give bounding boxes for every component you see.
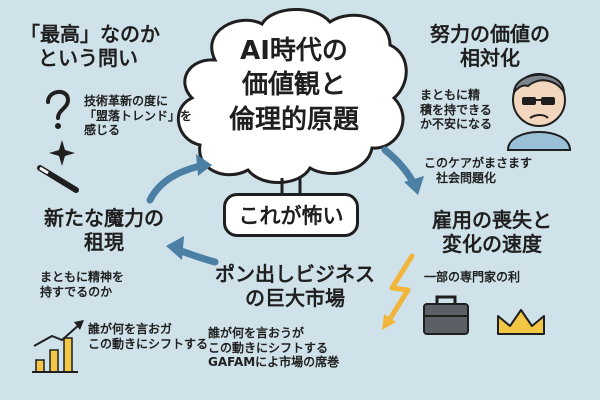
heading-line: 相対化 bbox=[460, 46, 520, 71]
note-line: この動きにシフトする bbox=[208, 340, 329, 355]
heading-line: の巨大市場 bbox=[245, 286, 345, 311]
heading-line: 努力の価値の bbox=[430, 22, 550, 46]
lightning-bolt-icon bbox=[382, 253, 415, 330]
center-title-line: AI時代の bbox=[240, 36, 348, 66]
bottom-center-note: 誰が何を言おうが この動きにシフトする GAFAMによ市場の席巻 bbox=[208, 326, 339, 370]
heading-line: ポン出しビジネス bbox=[215, 262, 375, 286]
center-cloud bbox=[176, 8, 408, 184]
top-right-note: まともに精 積を持できる か不安になる bbox=[420, 88, 492, 132]
note-line: 「盟落トレンド」を bbox=[84, 108, 193, 123]
center-title: AI時代の 価値観と 倫理的原題 bbox=[205, 34, 383, 137]
arrow-cloud-to-right bbox=[381, 146, 424, 195]
note-line: 一部の専門家の利 bbox=[424, 270, 521, 284]
bar-chart-growth-icon bbox=[32, 320, 84, 373]
note-line: 感じる bbox=[84, 123, 121, 138]
top-right-sub: このケアがまさます 社会問題化 bbox=[424, 156, 532, 185]
center-title-line: 価値観と bbox=[241, 70, 346, 101]
top-left-note: 技術革新の度に 「盟落トレンド」を 感じる bbox=[84, 94, 192, 138]
note-line: 社会問題化 bbox=[436, 170, 497, 185]
note-line: 技術革新の度に bbox=[84, 94, 169, 108]
bottom-center-heading: ポン出しビジネス の巨大市場 bbox=[200, 262, 390, 311]
briefcase-icon bbox=[423, 295, 469, 335]
heading-line: 変化の速度 bbox=[442, 232, 542, 257]
middle-left-heading: 新たな魔力の 租現 bbox=[24, 206, 184, 255]
bottom-left-note: 誰が何を言おガ この動きにシフトする bbox=[88, 322, 208, 351]
middle-right-heading: 雇用の喪失と 変化の速度 bbox=[400, 208, 584, 257]
note-line: GAFAMによ市場の席巻 bbox=[208, 355, 340, 370]
cloud-stem bbox=[280, 178, 302, 193]
heading-line: 「最高」なのか bbox=[20, 22, 160, 46]
heading-line: 租現 bbox=[84, 230, 124, 255]
middle-right-note: 一部の専門家の利 bbox=[424, 270, 520, 285]
note-line: まともに精 bbox=[420, 88, 481, 102]
center-title-line: 倫理的原題 bbox=[228, 104, 359, 135]
note-line: この動きにシフトする bbox=[88, 336, 209, 351]
middle-left-note: まともに精神を 持すでるのか bbox=[40, 270, 124, 299]
heading-line: という問い bbox=[38, 46, 138, 71]
heading-line: 雇用の喪失と bbox=[432, 208, 552, 232]
note-line: か不安になる bbox=[420, 117, 493, 132]
worried-person-icon bbox=[506, 73, 572, 151]
arrow-up-to-cloud bbox=[146, 154, 212, 204]
heading-line: 新たな魔力の bbox=[44, 206, 164, 230]
top-right-heading: 努力の価値の 相対化 bbox=[400, 22, 580, 71]
arrow-to-left bbox=[166, 236, 219, 266]
note-line: 誰が何を言おガ bbox=[88, 322, 173, 336]
note-line: 持すでるのか bbox=[40, 284, 113, 299]
note-line: まともに精神を bbox=[40, 270, 125, 284]
question-mark-icon bbox=[46, 90, 71, 129]
center-badge: これが怖い bbox=[223, 193, 359, 237]
note-line: 誰が何を言おうが bbox=[208, 326, 305, 340]
note-line: 積を持できる bbox=[420, 102, 492, 117]
crown-icon bbox=[497, 309, 545, 335]
magic-wand-icon bbox=[37, 140, 79, 193]
note-line: このケアがまさます bbox=[424, 156, 533, 170]
top-left-heading: 「最高」なのか という問い bbox=[20, 22, 160, 71]
